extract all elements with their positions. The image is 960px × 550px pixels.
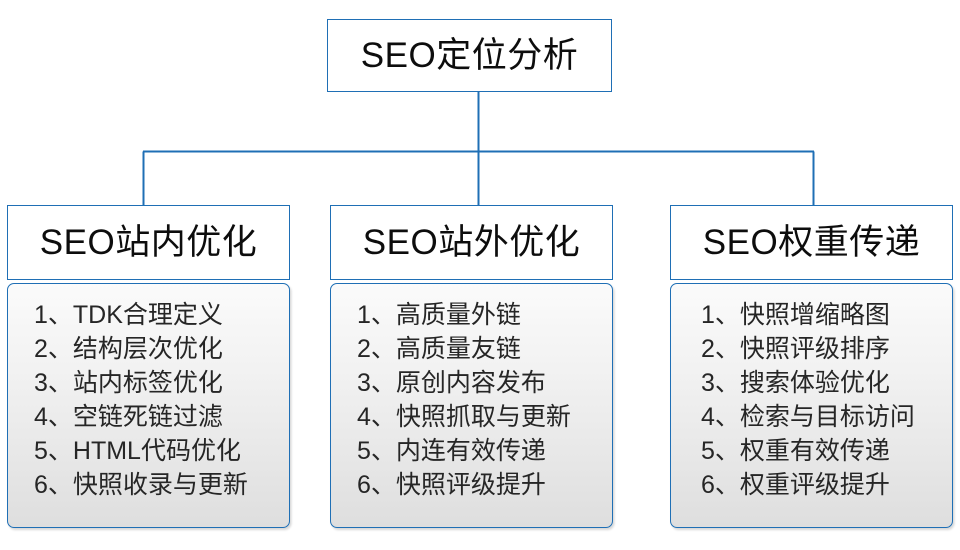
list-item: 4、 空链死链过滤 [34,400,289,434]
list-item-index: 5、 [357,437,396,465]
branch-body-2: 1、 高质量外链 2、 高质量友链 3、 原创内容发布 4、 快照抓取与更新 5… [330,283,613,528]
branch-column-2: SEO站外优化 1、 高质量外链 2、 高质量友链 3、 原创内容发布 4、 快 [330,205,613,528]
list-item-index: 1、 [357,301,396,329]
branch-item-list-3: 1、 快照增缩略图 2、 快照评级排序 3、 搜索体验优化 4、 检索与目标访问… [671,298,952,502]
branch-item-list-2: 1、 高质量外链 2、 高质量友链 3、 原创内容发布 4、 快照抓取与更新 5… [331,298,612,502]
branch-header-label-2: SEO站外优化 [362,223,581,262]
list-item-index: 3、 [357,369,396,397]
list-item: 6、 权重评级提升 [701,468,952,502]
branch-header-3: SEO权重传递 [670,205,953,280]
list-item: 4、 快照抓取与更新 [357,400,612,434]
list-item-text: 检索与目标访问 [739,403,915,431]
list-item-index: 5、 [701,437,740,465]
branch-item-list-1: 1、 TDK合理定义 2、 结构层次优化 3、 站内标签优化 4、 空链死链过滤… [8,298,289,502]
list-item-index: 4、 [357,403,396,431]
list-item-text: 快照评级提升 [395,471,546,499]
list-item: 1、 高质量外链 [357,298,612,332]
list-item-text: 快照收录与更新 [72,471,248,499]
list-item: 4、 检索与目标访问 [701,400,952,434]
list-item: 3、 原创内容发布 [357,366,612,400]
list-item-index: 3、 [701,369,740,397]
list-item-text: 权重有效传递 [739,437,890,465]
branch-body-3: 1、 快照增缩略图 2、 快照评级排序 3、 搜索体验优化 4、 检索与目标访问… [670,283,953,528]
branch-header-2: SEO站外优化 [330,205,613,280]
list-item-text: 快照增缩略图 [739,301,890,329]
list-item-index: 2、 [34,335,73,363]
list-item: 6、 快照评级提升 [357,468,612,502]
list-item: 2、 结构层次优化 [34,332,289,366]
list-item-text: 权重评级提升 [739,471,890,499]
list-item: 1、 快照增缩略图 [701,298,952,332]
list-item-index: 1、 [701,301,740,329]
list-item: 5、 权重有效传递 [701,434,952,468]
list-item: 3、 站内标签优化 [34,366,289,400]
branch-column-3: SEO权重传递 1、 快照增缩略图 2、 快照评级排序 3、 搜索体验优化 4、 [670,205,953,528]
list-item-text: 结构层次优化 [72,335,223,363]
list-item-text: 空链死链过滤 [72,403,223,431]
list-item: 2、 快照评级排序 [701,332,952,366]
branch-body-1: 1、 TDK合理定义 2、 结构层次优化 3、 站内标签优化 4、 空链死链过滤… [7,283,290,528]
list-item-index: 5、 [34,437,73,465]
list-item-text: TDK合理定义 [72,301,223,329]
branch-column-1: SEO站内优化 1、 TDK合理定义 2、 结构层次优化 3、 站内标签优化 4… [7,205,290,528]
list-item-index: 3、 [34,369,73,397]
branch-header-label-3: SEO权重传递 [702,223,921,262]
list-item: 1、 TDK合理定义 [34,298,289,332]
list-item-index: 6、 [34,471,73,499]
list-item-index: 2、 [357,335,396,363]
list-item-index: 4、 [34,403,73,431]
root-node-label: SEO定位分析 [360,36,579,75]
list-item-text: 高质量外链 [395,301,521,329]
branch-header-1: SEO站内优化 [7,205,290,280]
list-item-index: 1、 [34,301,73,329]
list-item: 6、 快照收录与更新 [34,468,289,502]
list-item-index: 2、 [701,335,740,363]
list-item: 3、 搜索体验优化 [701,366,952,400]
list-item: 5、 内连有效传递 [357,434,612,468]
branch-header-label-1: SEO站内优化 [39,223,258,262]
list-item-index: 6、 [357,471,396,499]
list-item: 5、 HTML代码优化 [34,434,289,468]
list-item-index: 6、 [701,471,740,499]
list-item-text: 原创内容发布 [395,369,546,397]
list-item-text: 高质量友链 [395,335,521,363]
root-node: SEO定位分析 [327,19,612,92]
list-item: 2、 高质量友链 [357,332,612,366]
list-item-text: 站内标签优化 [72,369,223,397]
list-item-text: 内连有效传递 [395,437,546,465]
list-item-text: HTML代码优化 [72,437,241,465]
list-item-text: 搜索体验优化 [739,369,890,397]
list-item-index: 4、 [701,403,740,431]
list-item-text: 快照评级排序 [739,335,890,363]
list-item-text: 快照抓取与更新 [395,403,571,431]
